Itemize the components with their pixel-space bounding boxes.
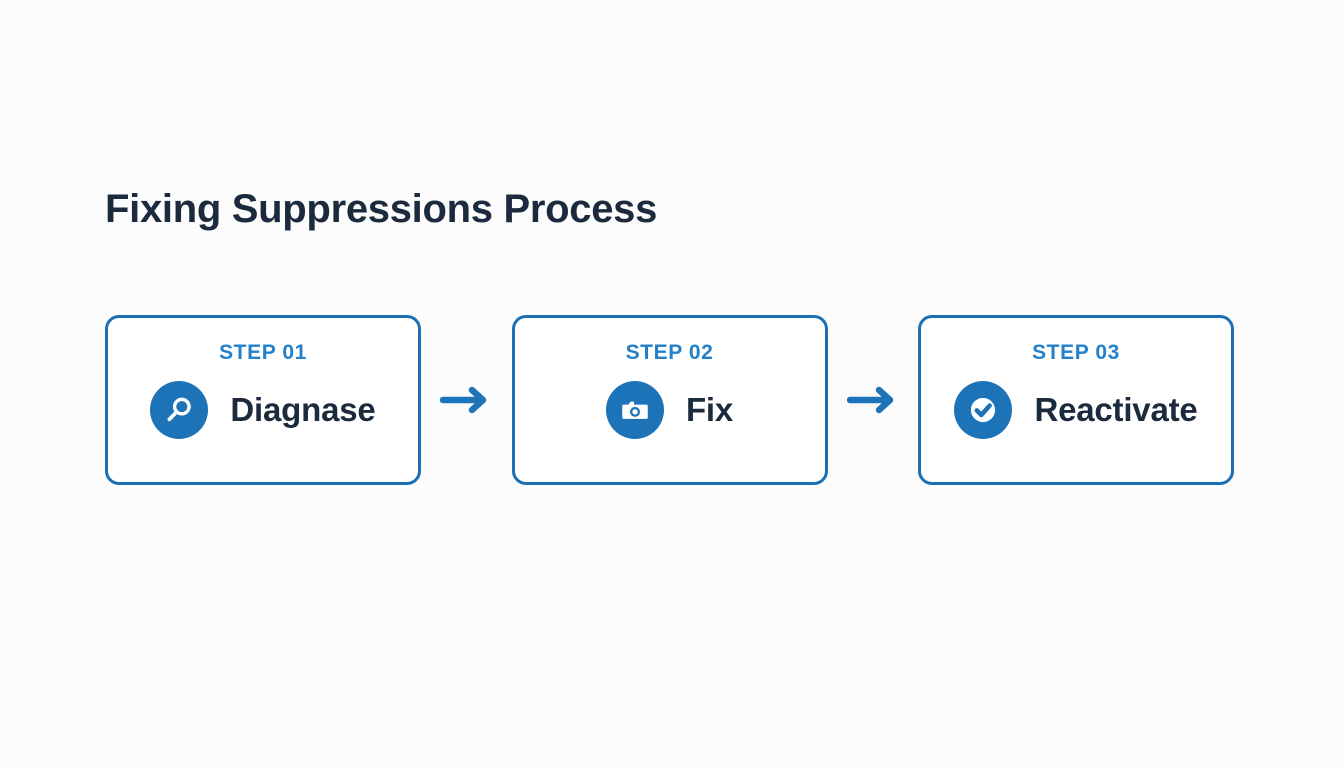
step-body-1: Diagnase: [108, 380, 418, 439]
step-card-2[interactable]: STEP 02 Fix: [511, 314, 828, 485]
step-body-2: Fix: [515, 380, 825, 439]
step-kicker-3: STEP 03: [1032, 340, 1120, 364]
step-body-3: Reactivate: [921, 380, 1231, 439]
step-label-3: Reactivate: [1034, 391, 1198, 428]
step-kicker-2: STEP 02: [625, 340, 714, 364]
process-flow: STEP 01 Diagnase STEP 02: [105, 314, 1234, 485]
search-icon: [150, 380, 209, 439]
check-circle-icon: [954, 380, 1013, 439]
page-title: Fixing Suppressions Process: [105, 187, 658, 231]
step-card-1[interactable]: STEP 01 Diagnase: [105, 314, 421, 485]
connector-1: [429, 385, 503, 415]
arrow-right-icon: [846, 386, 893, 413]
connector-2: [836, 385, 910, 415]
camera-icon: [605, 380, 664, 439]
step-kicker-1: STEP 01: [219, 340, 307, 364]
step-label-1: Diagnase: [230, 391, 376, 428]
step-card-3[interactable]: STEP 03 Reactivate: [918, 314, 1234, 485]
step-label-2: Fix: [685, 391, 734, 428]
arrow-right-icon: [440, 386, 487, 413]
